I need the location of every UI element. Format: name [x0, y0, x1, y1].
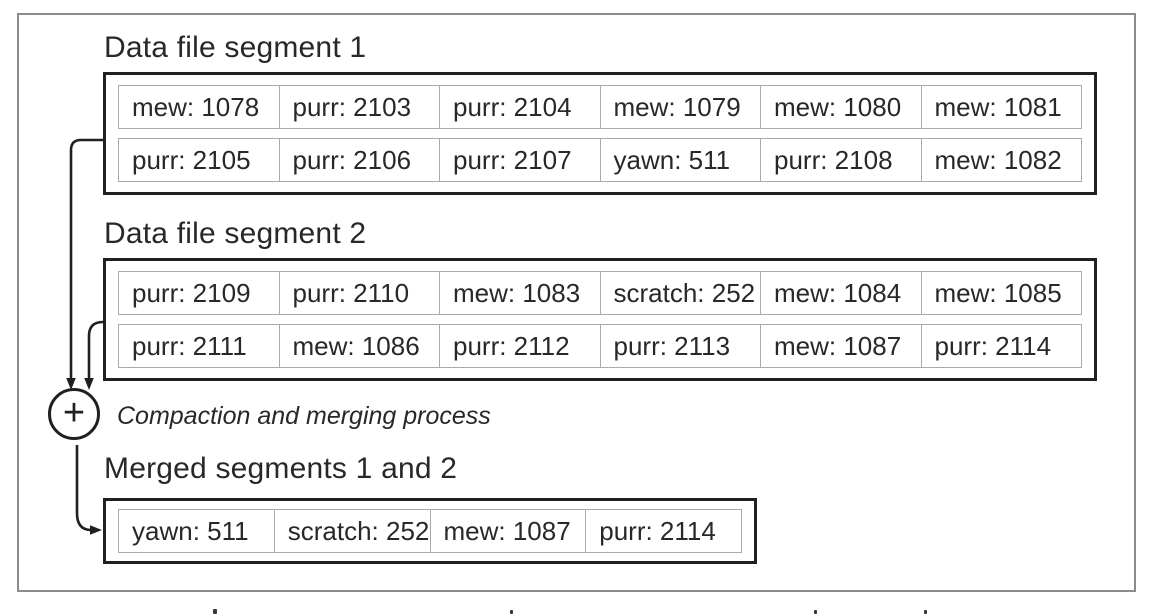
record-cell: purr: 2106 — [278, 139, 440, 181]
segment1-row2: purr: 2105 purr: 2106 purr: 2107 yawn: 5… — [118, 138, 1082, 182]
record-cell: yawn: 511 — [599, 139, 761, 181]
record-cell: purr: 2113 — [599, 325, 761, 367]
record-cell: mew: 1081 — [920, 86, 1082, 128]
figure-border-frame — [17, 13, 1136, 592]
segment1-box: mew: 1078 purr: 2103 purr: 2104 mew: 107… — [103, 72, 1097, 195]
record-cell: yawn: 511 — [132, 515, 249, 546]
segment2-box: purr: 2109 purr: 2110 mew: 1083 scratch:… — [103, 258, 1097, 381]
record-cell: mew: 1085 — [920, 272, 1082, 314]
merged-row: yawn: 511 scratch: 252 mew: 1087 purr: 2… — [118, 509, 742, 553]
record-cell: mew: 1078 — [132, 91, 260, 122]
record-cell: scratch: 252 — [273, 510, 430, 552]
segment1-title: Data file segment 1 — [104, 31, 367, 64]
record-cell: purr: 2107 — [439, 139, 600, 181]
process-label: Compaction and merging process — [117, 402, 491, 430]
record-cell: scratch: 252 — [599, 272, 761, 314]
record-cell: mew: 1086 — [278, 325, 440, 367]
record-cell: purr: 2114 — [920, 325, 1082, 367]
cropped-caption-fragment — [814, 610, 817, 614]
record-cell: purr: 2110 — [278, 272, 440, 314]
record-cell: purr: 2103 — [278, 86, 440, 128]
segment2-title: Data file segment 2 — [104, 217, 367, 250]
cropped-caption-fragment — [510, 610, 513, 614]
record-cell: purr: 2105 — [132, 144, 251, 175]
record-cell: purr: 2112 — [439, 325, 600, 367]
record-cell: mew: 1082 — [920, 139, 1082, 181]
cropped-caption-fragment — [213, 609, 217, 614]
cropped-caption-fragment — [924, 610, 927, 614]
record-cell: mew: 1083 — [439, 272, 600, 314]
segment1-row1: mew: 1078 purr: 2103 purr: 2104 mew: 107… — [118, 85, 1082, 129]
merge-plus-node: + — [48, 388, 100, 440]
record-cell: purr: 2109 — [132, 277, 251, 308]
record-cell: mew: 1079 — [599, 86, 761, 128]
segment2-row1: purr: 2109 purr: 2110 mew: 1083 scratch:… — [118, 271, 1082, 315]
record-cell: mew: 1087 — [429, 510, 586, 552]
record-cell: mew: 1080 — [760, 86, 921, 128]
segment2-row2: purr: 2111 mew: 1086 purr: 2112 purr: 21… — [118, 324, 1082, 368]
record-cell: purr: 2111 — [132, 330, 247, 361]
record-cell: purr: 2104 — [439, 86, 600, 128]
record-cell: purr: 2108 — [760, 139, 921, 181]
merged-title: Merged segments 1 and 2 — [104, 452, 458, 485]
merged-box: yawn: 511 scratch: 252 mew: 1087 purr: 2… — [103, 498, 757, 564]
record-cell: mew: 1084 — [760, 272, 921, 314]
plus-icon: + — [62, 391, 86, 434]
record-cell: mew: 1087 — [760, 325, 921, 367]
record-cell: purr: 2114 — [585, 510, 741, 552]
